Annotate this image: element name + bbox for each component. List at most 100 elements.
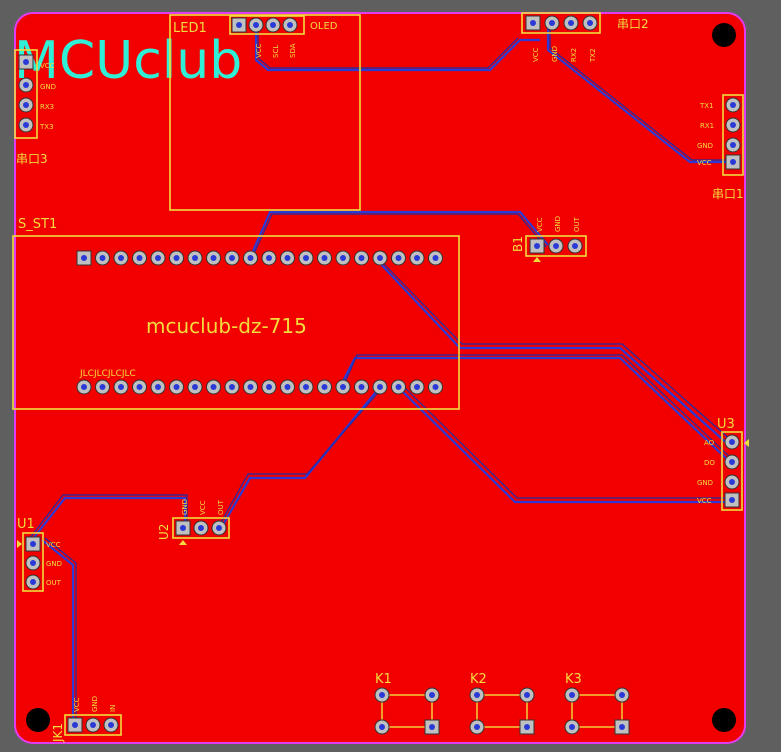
pad-hole: [173, 384, 180, 390]
pad-hole: [414, 384, 420, 390]
u3-sensor: U3 AO DO GND VCC: [697, 417, 749, 511]
sst1-top-pin-row: [76, 250, 443, 266]
k3-ref: K3: [565, 672, 582, 687]
jlc-marker: JLCJLCJLCJLC: [79, 369, 136, 379]
pad-hole: [303, 384, 309, 390]
svg-text:TX2: TX2: [589, 48, 597, 63]
svg-text:VCC: VCC: [73, 697, 81, 712]
pcb-board: [14, 12, 746, 744]
pad-hole: [358, 384, 365, 390]
svg-text:GND: GND: [554, 216, 562, 232]
pad-hole: [81, 255, 87, 261]
svg-text:IN: IN: [109, 705, 117, 712]
pad-hole: [432, 384, 439, 390]
uart3-ref: 串口3: [16, 152, 48, 166]
pad-hole: [210, 384, 217, 390]
pad-hole: [358, 255, 365, 261]
svg-text:GND: GND: [697, 142, 713, 150]
svg-text:VCC: VCC: [40, 62, 55, 70]
sst1-bottom-pin-row: [76, 379, 443, 395]
jk1-ref: JK1: [51, 723, 65, 743]
k1-button: K1: [374, 672, 440, 735]
svg-text:RX2: RX2: [570, 48, 578, 62]
svg-text:GND: GND: [40, 83, 56, 91]
svg-text:VCC: VCC: [199, 500, 207, 515]
svg-text:TX3: TX3: [39, 123, 54, 131]
pad-hole: [155, 255, 161, 261]
led1-name: OLED: [310, 21, 338, 32]
b1-sensor: B1 VCC GND OUT: [511, 216, 587, 262]
led1-ref: LED1: [173, 21, 207, 36]
board-title: mcuclub-dz-715: [146, 314, 307, 338]
u1-sensor: U1 VCC GND OUT: [17, 517, 62, 592]
svg-text:RX1: RX1: [700, 122, 714, 130]
pad-hole: [414, 255, 420, 261]
svg-text:VCC: VCC: [697, 497, 712, 505]
svg-text:GND: GND: [697, 479, 713, 487]
pad-hole: [229, 255, 235, 261]
pad-hole: [155, 384, 161, 390]
led1-oled-module: LED1 OLED VCC SCL SDA: [169, 14, 361, 211]
pad-hole: [321, 255, 328, 261]
led1-pads: [231, 17, 298, 33]
pad-hole: [266, 384, 272, 390]
mounting-holes: [26, 23, 736, 732]
pad-hole: [340, 255, 346, 261]
svg-text:VCC: VCC: [697, 159, 712, 167]
svg-text:OUT: OUT: [573, 216, 581, 232]
led1-pin-scl: SCL: [272, 45, 280, 58]
pad-hole: [192, 255, 198, 261]
pad-hole: [99, 255, 106, 261]
pad-hole: [303, 255, 309, 261]
pad-hole: [284, 255, 291, 261]
pad-hole: [118, 384, 124, 390]
u2-ref: U2: [157, 524, 171, 540]
pad-hole: [247, 384, 254, 390]
svg-text:VCC: VCC: [46, 541, 61, 549]
pad-hole: [81, 384, 87, 390]
svg-text:DO: DO: [704, 459, 715, 467]
k2-button: K2: [469, 672, 535, 735]
uart1-ref: 串口1: [712, 187, 744, 201]
pad-hole: [210, 255, 217, 261]
svg-text:TX1: TX1: [699, 102, 714, 110]
uart1-header: TX1 RX1 GND VCC 串口1: [697, 94, 744, 201]
pad-hole: [321, 384, 328, 390]
svg-text:VCC: VCC: [536, 217, 544, 232]
pad-hole: [192, 384, 198, 390]
led1-pin-sda: SDA: [289, 43, 297, 58]
svg-text:GND: GND: [46, 560, 62, 568]
pad-hole: [395, 384, 402, 390]
pad-hole: [118, 255, 124, 261]
pad-hole: [136, 255, 143, 261]
pad-hole: [229, 384, 235, 390]
svg-text:OUT: OUT: [46, 579, 62, 587]
svg-text:AO: AO: [704, 439, 715, 447]
traces: [29, 25, 734, 725]
k3-button: K3: [564, 672, 630, 735]
svg-text:GND: GND: [551, 46, 559, 62]
k1-ref: K1: [375, 672, 392, 687]
u2-sensor: U2 GND VCC OUT: [157, 499, 230, 545]
svg-text:VCC: VCC: [532, 47, 540, 62]
pad-hole: [247, 255, 254, 261]
svg-text:OUT: OUT: [217, 499, 225, 515]
uart2-header: 串口2 VCC GND RX2 TX2: [521, 12, 649, 63]
k2-ref: K2: [470, 672, 487, 687]
pad-hole: [266, 255, 272, 261]
sst1-ref: S_ST1: [18, 217, 57, 232]
svg-text:GND: GND: [181, 499, 189, 515]
b1-ref: B1: [511, 236, 525, 252]
led1-pin-vcc: VCC: [255, 43, 263, 58]
pad-hole: [136, 384, 143, 390]
jk1-relay: JK1 VCC GND IN: [51, 696, 122, 743]
pad-hole: [395, 255, 402, 261]
pad-hole: [432, 255, 439, 261]
u3-ref: U3: [717, 417, 735, 432]
svg-text:RX3: RX3: [40, 103, 54, 111]
pad-hole: [377, 255, 383, 261]
pad-hole: [340, 384, 346, 390]
board-logo: MCUclub: [14, 31, 242, 91]
